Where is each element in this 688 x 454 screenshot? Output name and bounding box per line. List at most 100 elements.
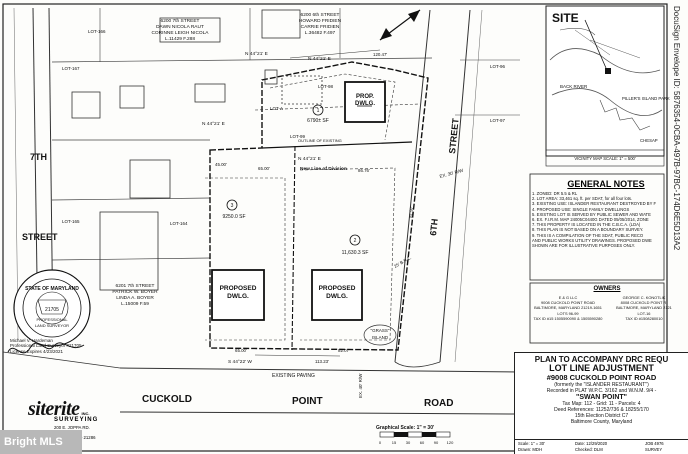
owners-title: OWNERS bbox=[593, 286, 621, 292]
bearing-label: S 44°22' W bbox=[228, 359, 252, 365]
title-line: "SWAN POINT" bbox=[576, 393, 627, 401]
surveyor-info: Michael V. Hardeman Professional Land Su… bbox=[10, 338, 120, 354]
bearing-label: N 44°21' E bbox=[308, 56, 331, 62]
street-6th-text: 6TH bbox=[428, 218, 440, 236]
owner-line: LOT-16 bbox=[637, 310, 651, 316]
ex-road-right-label: EX. 30' R/W bbox=[439, 168, 465, 179]
tb-drawn: Drawn: MDH bbox=[518, 447, 542, 452]
proposed-dwelling-lot2 bbox=[311, 269, 363, 321]
seal-text: PROFESSIONAL bbox=[36, 317, 68, 322]
owners-block: OWNERS E & G LLC 9008 CUCKOLD POINT ROAD… bbox=[532, 286, 682, 321]
neighbor-text: L.11429 F.288 bbox=[165, 36, 195, 42]
tb-survey: SURVEY bbox=[645, 447, 663, 452]
seal-number: 21705 bbox=[45, 307, 59, 313]
bright-mls-watermark: Bright MLS bbox=[0, 430, 82, 454]
site-marker-icon bbox=[605, 68, 611, 74]
lot-164-label: LOT-164 bbox=[170, 221, 188, 226]
graphical-scale bbox=[379, 431, 451, 438]
title-line: LOT LINE ADJUSTMENT bbox=[549, 363, 654, 374]
surveyor-seal bbox=[13, 269, 91, 347]
general-note: 3. EXISTING USE: ISLANDER RESTAURANT DES… bbox=[532, 201, 657, 207]
general-note: 8. THIS PLAN IS NOT BASED ON A BOUNDARY … bbox=[532, 227, 644, 233]
lot-2-area: 11,630.3 SF bbox=[342, 250, 369, 256]
proposed-dwelling-lot3 bbox=[211, 269, 265, 321]
neighbor-text: PATRICK W. BOYER bbox=[112, 289, 158, 295]
tb-date: Date: 12/29/2020 bbox=[575, 441, 608, 446]
lot-3-number: 3 bbox=[231, 203, 234, 209]
scale-tick: 60 bbox=[420, 440, 425, 445]
neighbor-text: 6200 6th STREET bbox=[301, 12, 340, 18]
site-map-label: BACK RIVER bbox=[560, 84, 588, 89]
existing-paving-label: EXISTING PAVING bbox=[272, 373, 315, 379]
surveyor-line: License Expires 4/23/2021 bbox=[10, 348, 64, 354]
title-footer: Scale: 1" = 30' Date: 12/29/2020 JOB 497… bbox=[515, 439, 688, 454]
distance-label: 86.76' bbox=[358, 168, 370, 173]
surveyor-line: Michael V. Hardeman bbox=[10, 338, 53, 343]
seal-text: LAND SURVEYOR bbox=[35, 323, 69, 328]
title-line: PLAN TO ACCOMPANY DRC REQU bbox=[534, 355, 669, 364]
bearing-label: N 44°21' E bbox=[245, 51, 268, 57]
distance-label: 120.47' bbox=[373, 52, 387, 57]
grass-island-label: ISLAND bbox=[372, 335, 389, 340]
lot-165-label: LOT-165 bbox=[62, 219, 80, 224]
general-note: 9. THIS IS A COMPILATION OF THE SDAT, PU… bbox=[532, 232, 644, 238]
site-map-title: SITE bbox=[552, 11, 579, 25]
ex-road-label: EX. 40' R/W bbox=[358, 373, 363, 398]
firm-name: siterite bbox=[28, 398, 80, 420]
general-note: AND PUBLIC WORKS UTILITY DRAWINGS. PROPO… bbox=[532, 237, 652, 243]
general-note: 2. LOT AREA: 33,461 sq. ft. per SDAT, fo… bbox=[532, 196, 633, 202]
lot-1-number: 1 bbox=[317, 108, 320, 114]
general-note: 6. EX. F.I.R.M. MAP 24005C0440G DATED 05… bbox=[532, 217, 649, 223]
title-line: #9008 CUCKOLD POINT ROAD bbox=[546, 372, 657, 382]
proposed-dwlg-text: PROPOSED bbox=[220, 285, 257, 292]
owner-line: LOTS 96-99 bbox=[557, 310, 579, 316]
docusign-envelope-text: DocuSign Envelope ID: 5876354-0CBA-497B-… bbox=[672, 6, 681, 251]
firm-address-line: 200 E. JOPPA RD. bbox=[54, 425, 90, 430]
distance-label: 82.07' bbox=[338, 348, 350, 353]
bearing-label: N 44°21' E bbox=[202, 121, 225, 127]
neighbor-text: CARRIE FRIDIEN bbox=[301, 24, 340, 30]
owner-line: TAX ID #15 1505590090 & 1505590280 bbox=[533, 315, 603, 321]
tb-job: JOB 4976 bbox=[645, 441, 664, 446]
scale-tick: 0 bbox=[379, 440, 382, 445]
grass-island-label: "GRASS" bbox=[371, 328, 390, 333]
street-6th-text: STREET bbox=[447, 117, 461, 154]
title-line: Baltimore County, Maryland bbox=[570, 419, 633, 426]
scale-caption: Graphical Scale: 1" = 30' bbox=[376, 425, 434, 431]
road-road-text: ROAD bbox=[424, 398, 453, 409]
neighbor-text: 6201 7th STREET bbox=[116, 283, 155, 289]
owner-line: 8008 CUCKOLD POINT R. bbox=[620, 300, 668, 306]
bearing-label: N 44°21' E bbox=[298, 156, 321, 162]
neighbor-text: 6200 7th STREET bbox=[161, 18, 200, 24]
vicinity-map bbox=[545, 5, 665, 157]
neighbor-text: L.36482 F.497 bbox=[305, 30, 336, 36]
lot-96-label: LOT-96 bbox=[490, 64, 506, 69]
firm-subtitle: SURVEYING bbox=[54, 417, 99, 423]
general-notes-title: GENERAL NOTES bbox=[567, 179, 645, 189]
general-notes: GENERAL NOTES 1. ZONED: DR 5.5 & RL 2. L… bbox=[532, 179, 680, 248]
tb-scale: Scale: 1" = 30' bbox=[518, 441, 545, 446]
seal-text: STATE OF MARYLAND bbox=[25, 286, 79, 292]
title-block: PLAN TO ACCOMPANY DRC REQU LOT LINE ADJU… bbox=[514, 352, 688, 454]
neighbor-text: CORINNE LEIGH NICOLA bbox=[151, 30, 209, 36]
neighbor-boyer: 6201 7th STREET PATRICK W. BOYER LINDA A… bbox=[112, 283, 158, 307]
distance-label: 65.00' bbox=[258, 166, 270, 171]
north-arrow-icon bbox=[379, 9, 421, 41]
site-map-label: PILLER'S ISLAND PARK bbox=[622, 96, 670, 101]
distance-label: 113.23' bbox=[315, 359, 329, 364]
distance-label: 45.00' bbox=[215, 162, 227, 167]
lot-a-label: LOT-A bbox=[270, 106, 283, 111]
proposed-dwlg-text: PROPOSED bbox=[319, 285, 356, 292]
lot-3-area: 9250.0 SF bbox=[222, 214, 245, 220]
lot-98-label: LOT-98 bbox=[318, 84, 334, 89]
general-note: 5. EXISTING LOT IS SERVED BY PUBLIC SEWE… bbox=[532, 211, 651, 217]
neighbor-text: L.15009 F.59 bbox=[121, 301, 149, 307]
neighbor-text: LINDA A. BOYER bbox=[116, 295, 154, 301]
scale-tick: 15 bbox=[392, 440, 397, 445]
owner-line: BALTIMORE, MARYLAND 2121 bbox=[616, 305, 672, 311]
street-7th-text: STREET bbox=[22, 232, 58, 242]
tb-checked: Checked: DLM bbox=[575, 447, 603, 452]
proposed-dwlg-text: DWLG. bbox=[227, 293, 249, 300]
